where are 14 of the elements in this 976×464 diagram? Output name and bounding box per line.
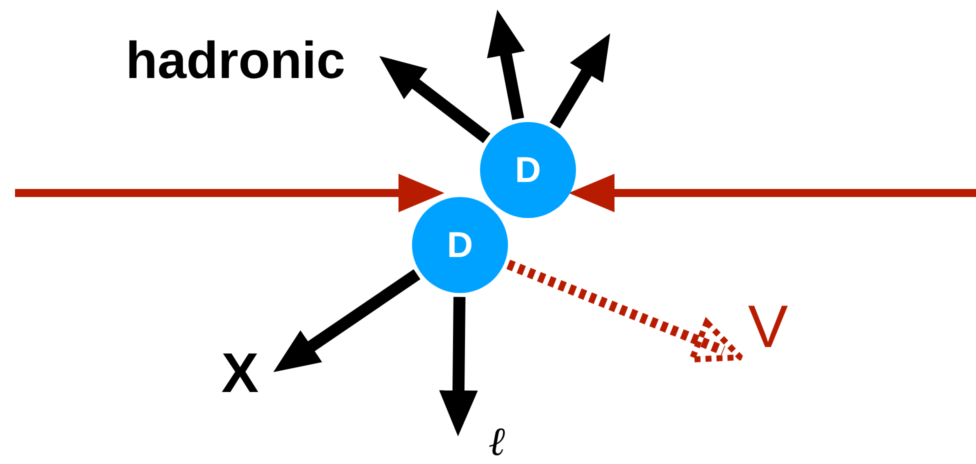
particle-label: V [748,297,788,357]
arrow [379,56,490,144]
arrow [439,296,478,436]
particle-label: ℓ [488,422,505,462]
particle-label: D [447,224,473,266]
arrow [486,10,525,120]
arrow [15,174,444,212]
arrow [568,174,976,212]
dashed-arrow [506,260,744,362]
particle-label: X [221,345,259,401]
arrow [550,33,610,129]
particle-label: hadronic [126,35,346,87]
particle-label: D [515,149,541,191]
arrow [273,269,420,372]
